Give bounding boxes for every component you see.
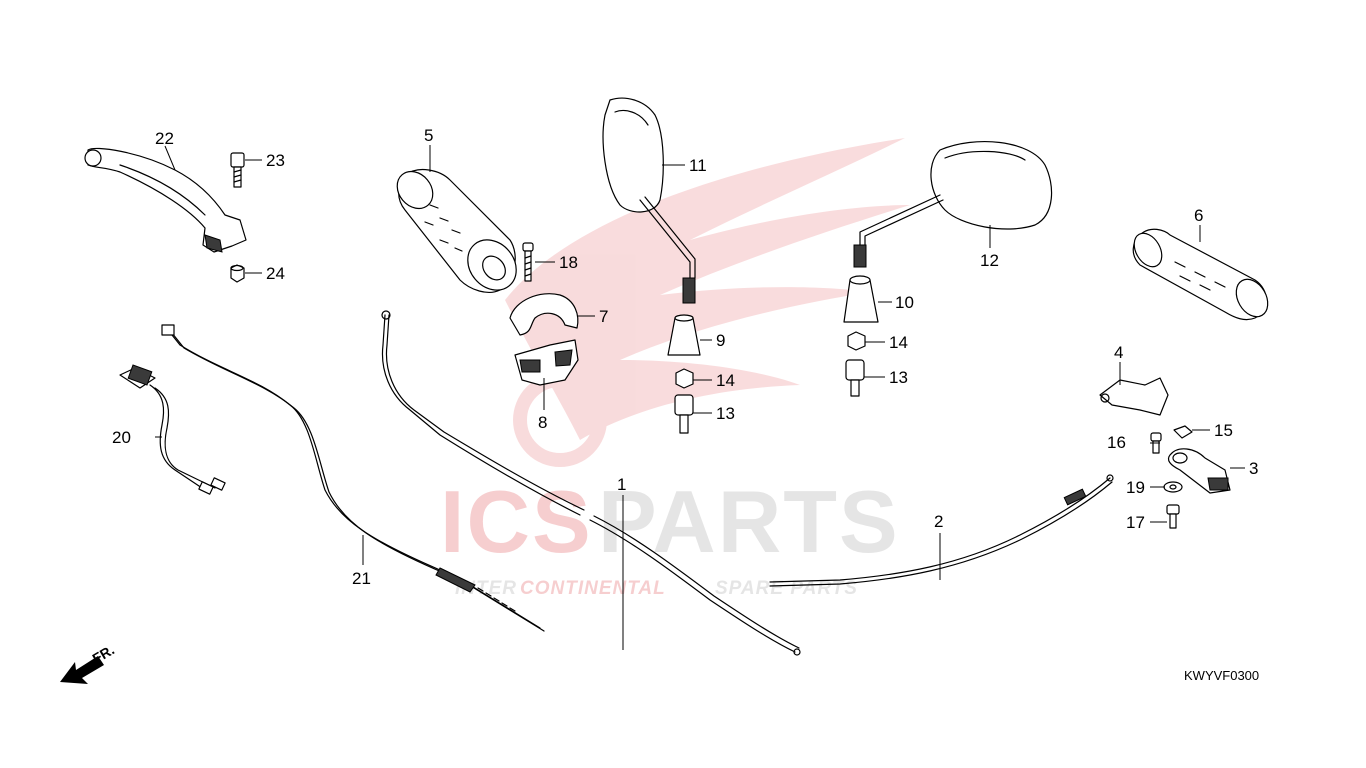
watermark-tagline-3: SPARE PARTS — [715, 578, 858, 599]
leader-lines — [155, 145, 1245, 650]
callout-6[interactable]: 6 — [1194, 206, 1203, 225]
part-6-grip[interactable] — [1129, 228, 1275, 322]
callout-2[interactable]: 2 — [934, 512, 943, 531]
callout-18[interactable]: 18 — [559, 253, 578, 272]
callout-20[interactable]: 20 — [112, 428, 131, 447]
callout-1[interactable]: 1 — [617, 475, 626, 494]
part-5-throttle-grip[interactable] — [390, 164, 526, 299]
front-direction-arrow: FR. — [60, 641, 117, 684]
part-16-bolt[interactable] — [1150, 432, 1162, 454]
callout-22[interactable]: 22 — [155, 129, 174, 148]
watermark-brand-right: PARTS — [598, 472, 900, 571]
callout-13-left[interactable]: 13 — [716, 404, 735, 423]
part-23-bolt[interactable] — [230, 152, 245, 188]
callout-14-right[interactable]: 14 — [889, 333, 908, 352]
callout-11[interactable]: 11 — [689, 156, 707, 175]
callout-5[interactable]: 5 — [424, 126, 433, 145]
part-13-adapter-right[interactable] — [845, 359, 865, 397]
part-2-cable[interactable] — [769, 474, 1114, 587]
callout-7[interactable]: 7 — [599, 307, 608, 326]
callout-24[interactable]: 24 — [266, 264, 285, 283]
part-13-adapter-left[interactable] — [674, 394, 694, 434]
callout-14-left[interactable]: 14 — [716, 371, 735, 390]
diagram-code: KWYVF0300 — [1184, 668, 1259, 683]
part-7-housing-upper[interactable] — [509, 293, 579, 336]
part-14-nut-left[interactable] — [675, 368, 694, 389]
callout-19[interactable]: 19 — [1126, 478, 1145, 497]
part-11-mirror-left[interactable] — [602, 97, 696, 304]
part-24-nut[interactable] — [230, 264, 245, 283]
callout-labels: 22 23 24 5 18 7 8 11 9 14 13 10 14 13 12… — [112, 126, 1258, 588]
callout-23[interactable]: 23 — [266, 151, 285, 170]
part-4-bracket[interactable] — [1099, 377, 1169, 416]
callout-13-right[interactable]: 13 — [889, 368, 908, 387]
callout-16[interactable]: 16 — [1107, 433, 1126, 452]
part-22-lever[interactable] — [84, 147, 247, 253]
callout-4[interactable]: 4 — [1114, 343, 1123, 362]
part-10-boot[interactable] — [843, 275, 879, 323]
part-15-clip[interactable] — [1173, 425, 1193, 439]
callout-9[interactable]: 9 — [716, 331, 725, 350]
part-20-clutch-switch[interactable] — [119, 364, 226, 495]
callout-21[interactable]: 21 — [352, 569, 371, 588]
callout-12[interactable]: 12 — [980, 251, 999, 270]
part-18-screw[interactable] — [522, 242, 534, 282]
part-8-housing-lower[interactable] — [514, 339, 579, 386]
part-14-nut-right[interactable] — [847, 331, 866, 351]
part-1-throttle-cable[interactable] — [381, 310, 801, 656]
callout-8[interactable]: 8 — [538, 413, 547, 432]
part-3-lever-arm[interactable] — [1167, 448, 1231, 494]
part-17-bolt[interactable] — [1166, 504, 1180, 529]
watermark-tagline-2: CONTINENTAL — [520, 578, 666, 599]
part-19-washer[interactable] — [1163, 481, 1183, 493]
callout-10[interactable]: 10 — [895, 293, 914, 312]
callout-3[interactable]: 3 — [1249, 459, 1258, 478]
part-9-boot[interactable] — [667, 314, 701, 356]
callout-15[interactable]: 15 — [1214, 421, 1233, 440]
part-12-mirror-right[interactable] — [853, 141, 1053, 268]
part-21-clutch-cable[interactable] — [161, 324, 545, 632]
callout-17[interactable]: 17 — [1126, 513, 1145, 532]
watermark-brand-left: ICS — [440, 472, 593, 571]
